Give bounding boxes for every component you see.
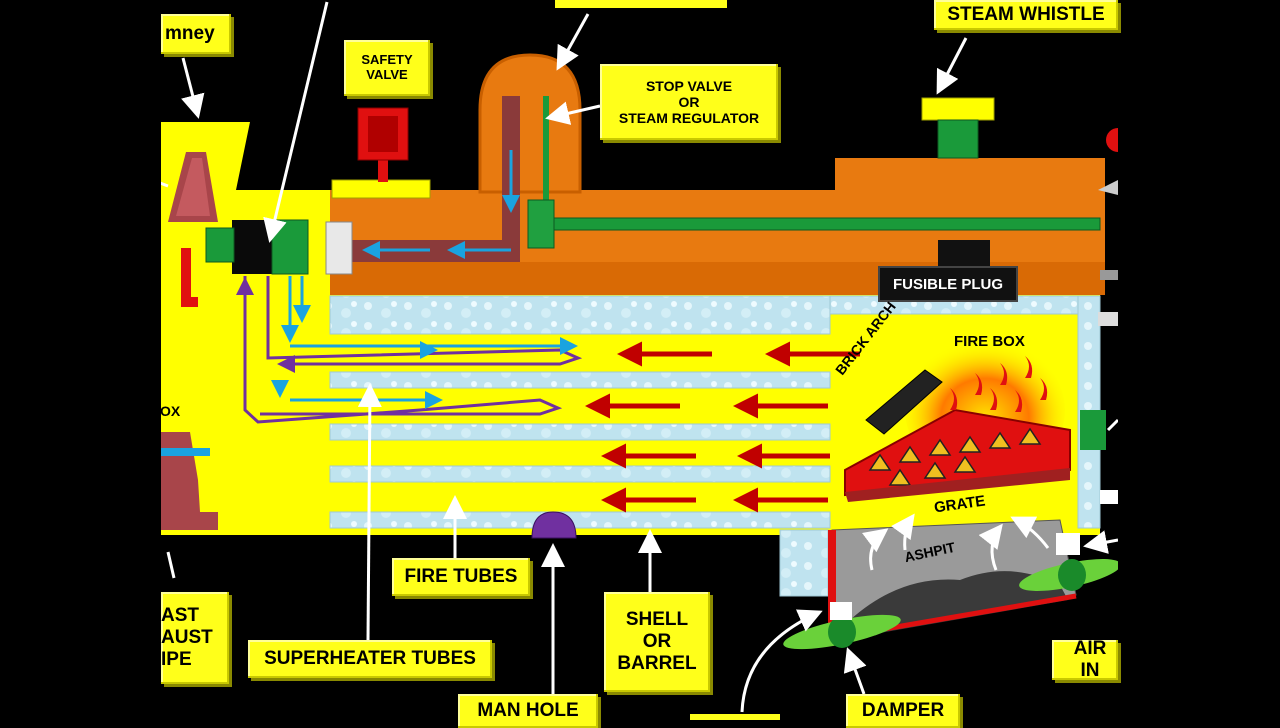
pointer-arrows xyxy=(159,1,1120,713)
steam-whistle xyxy=(921,97,995,159)
man-hole xyxy=(531,511,577,539)
fusible-plug-text: FUSIBLE PLUG xyxy=(892,275,1003,293)
safety-valve-label: SAFETY VALVE xyxy=(344,40,430,96)
shell-label: SHELL OR BARREL xyxy=(604,592,710,692)
shell-line3: BARREL xyxy=(617,652,697,674)
fusible-plug-label: FUSIBLE PLUG xyxy=(878,266,1018,302)
fire-tubes-text: FIRE TUBES xyxy=(404,566,518,588)
chimney-shape xyxy=(168,152,218,222)
air-inlet-text: AIR IN xyxy=(1073,638,1107,681)
shell-line1: SHELL xyxy=(625,609,689,631)
partial-label-box xyxy=(690,714,780,720)
damper-label: DAMPER xyxy=(846,694,960,728)
ashpit xyxy=(779,513,1077,641)
stop-valve-line2: OR xyxy=(678,93,700,110)
exhaust-line2: AUST xyxy=(161,627,213,649)
dome-label-box xyxy=(555,0,727,8)
blast-pipe xyxy=(160,432,218,530)
fire-tubes-label: FIRE TUBES xyxy=(392,558,530,596)
exhaust-line3: IPE xyxy=(161,648,192,670)
steam-pipe xyxy=(527,96,1101,249)
fusible-plug xyxy=(938,240,990,268)
stop-valve-line3: STEAM REGULATOR xyxy=(618,110,760,127)
exhaust-line1: AST xyxy=(161,605,199,627)
flue-gas-arrows xyxy=(585,341,860,513)
steam-whistle-label: STEAM WHISTLE xyxy=(934,0,1118,30)
chimney-text: mney xyxy=(165,23,215,45)
safety-valve-line2: VALVE xyxy=(366,67,408,82)
superheater-tubes-text: SUPERHEATER TUBES xyxy=(264,648,476,670)
damper xyxy=(783,533,1121,650)
blast-exhaust-pipe-label: AST AUST IPE xyxy=(161,592,229,684)
superheater-tubes-label: SUPERHEATER TUBES xyxy=(248,640,492,678)
smoke-box-label: OX xyxy=(160,403,180,419)
man-hole-text: MAN HOLE xyxy=(477,700,579,721)
fire-box-text: FIRE BOX xyxy=(954,333,1025,350)
safety-valve xyxy=(331,107,431,199)
chimney-label: mney xyxy=(161,14,231,54)
fire-box xyxy=(844,340,1071,502)
air-inlet-label: AIR IN xyxy=(1052,638,1118,681)
steam-flow-arrows xyxy=(362,150,520,259)
man-hole-label: MAN HOLE xyxy=(458,694,598,728)
safety-valve-line1: SAFETY xyxy=(361,52,413,68)
fire-box-label: FIRE BOX xyxy=(954,333,1025,350)
smoke-box-text: OX xyxy=(160,403,181,419)
damper-text: DAMPER xyxy=(861,700,945,721)
stop-valve-line1: STOP VALVE xyxy=(645,77,733,94)
shell-line2: OR xyxy=(642,631,672,653)
steam-whistle-text: STEAM WHISTLE xyxy=(947,4,1105,26)
stop-valve-label: STOP VALVE OR STEAM REGULATOR xyxy=(600,64,778,140)
